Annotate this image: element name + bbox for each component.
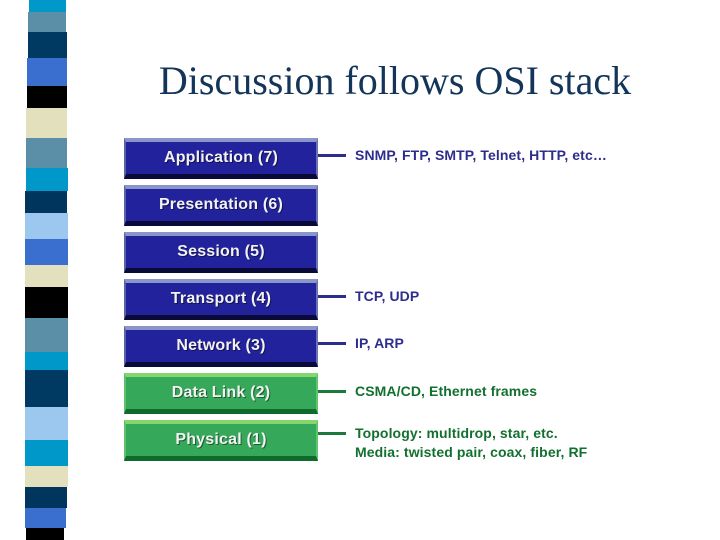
page-title: Discussion follows OSI stack (158, 58, 632, 103)
osi-layer-label: Network (3) (176, 337, 266, 354)
decorative-band (27, 58, 67, 86)
osi-layer-label: Session (5) (177, 243, 265, 260)
osi-layer-label: Presentation (6) (158, 196, 284, 213)
annotation-text: TCP, UDP (355, 288, 420, 304)
osi-layer-network[interactable]: Network (3) (124, 326, 318, 367)
decorative-band (26, 528, 64, 540)
decorative-band (25, 466, 68, 487)
osi-layer-label: Application (7) (163, 149, 279, 166)
annotation-physical-1: Topology: multidrop, star, etc. Media: t… (318, 424, 587, 462)
annotation-data-link-2: CSMA/CD, Ethernet frames (318, 382, 537, 401)
osi-stack: Application (7) Presentation (6) Session (… (124, 138, 318, 467)
decorative-band (25, 191, 67, 213)
osi-layer-session[interactable]: Session (5) (124, 232, 318, 273)
connector-line (318, 342, 346, 345)
decorative-band (25, 407, 68, 440)
decorative-band (25, 213, 68, 239)
decorative-band (25, 287, 68, 318)
osi-layer-label: Transport (4) (170, 290, 272, 307)
annotation-transport-4: TCP, UDP (318, 287, 419, 306)
decorative-band (26, 138, 67, 168)
osi-layer-presentation[interactable]: Presentation (6) (124, 185, 318, 226)
annotation-text: IP, ARP (355, 335, 404, 351)
annotation-network-3: IP, ARP (318, 334, 404, 353)
decorative-band (25, 239, 68, 265)
osi-layer-data-link[interactable]: Data Link (2) (124, 373, 318, 414)
decorative-band (25, 265, 68, 287)
osi-layer-application[interactable]: Application (7) (124, 138, 318, 179)
decorative-band (25, 318, 68, 352)
osi-layer-label: Physical (1) (175, 431, 267, 448)
annotation-text: SNMP, FTP, SMTP, Telnet, HTTP, etc… (355, 147, 607, 163)
decorative-band (26, 108, 67, 138)
decorative-band (29, 0, 66, 12)
decorative-band (25, 487, 67, 508)
decorative-band (27, 86, 67, 108)
connector-line (318, 295, 346, 298)
decorative-band (28, 32, 67, 58)
osi-layer-label: Data Link (2) (171, 384, 271, 401)
annotation-application-7: SNMP, FTP, SMTP, Telnet, HTTP, etc… (318, 146, 607, 165)
connector-line (318, 432, 346, 435)
connector-line (318, 154, 346, 157)
connector-line (318, 390, 346, 393)
annotation-text: CSMA/CD, Ethernet frames (355, 383, 538, 399)
annotation-text: Topology: multidrop, star, etc. Media: t… (355, 425, 588, 460)
decorative-band (25, 352, 68, 370)
osi-layer-physical[interactable]: Physical (1) (124, 420, 318, 461)
decorative-band (26, 168, 68, 191)
decorative-band (28, 12, 66, 32)
decorative-band (25, 508, 66, 528)
decorative-band (25, 440, 68, 466)
decorative-band (25, 370, 68, 407)
decorative-side-strip (0, 0, 90, 540)
osi-layer-transport[interactable]: Transport (4) (124, 279, 318, 320)
